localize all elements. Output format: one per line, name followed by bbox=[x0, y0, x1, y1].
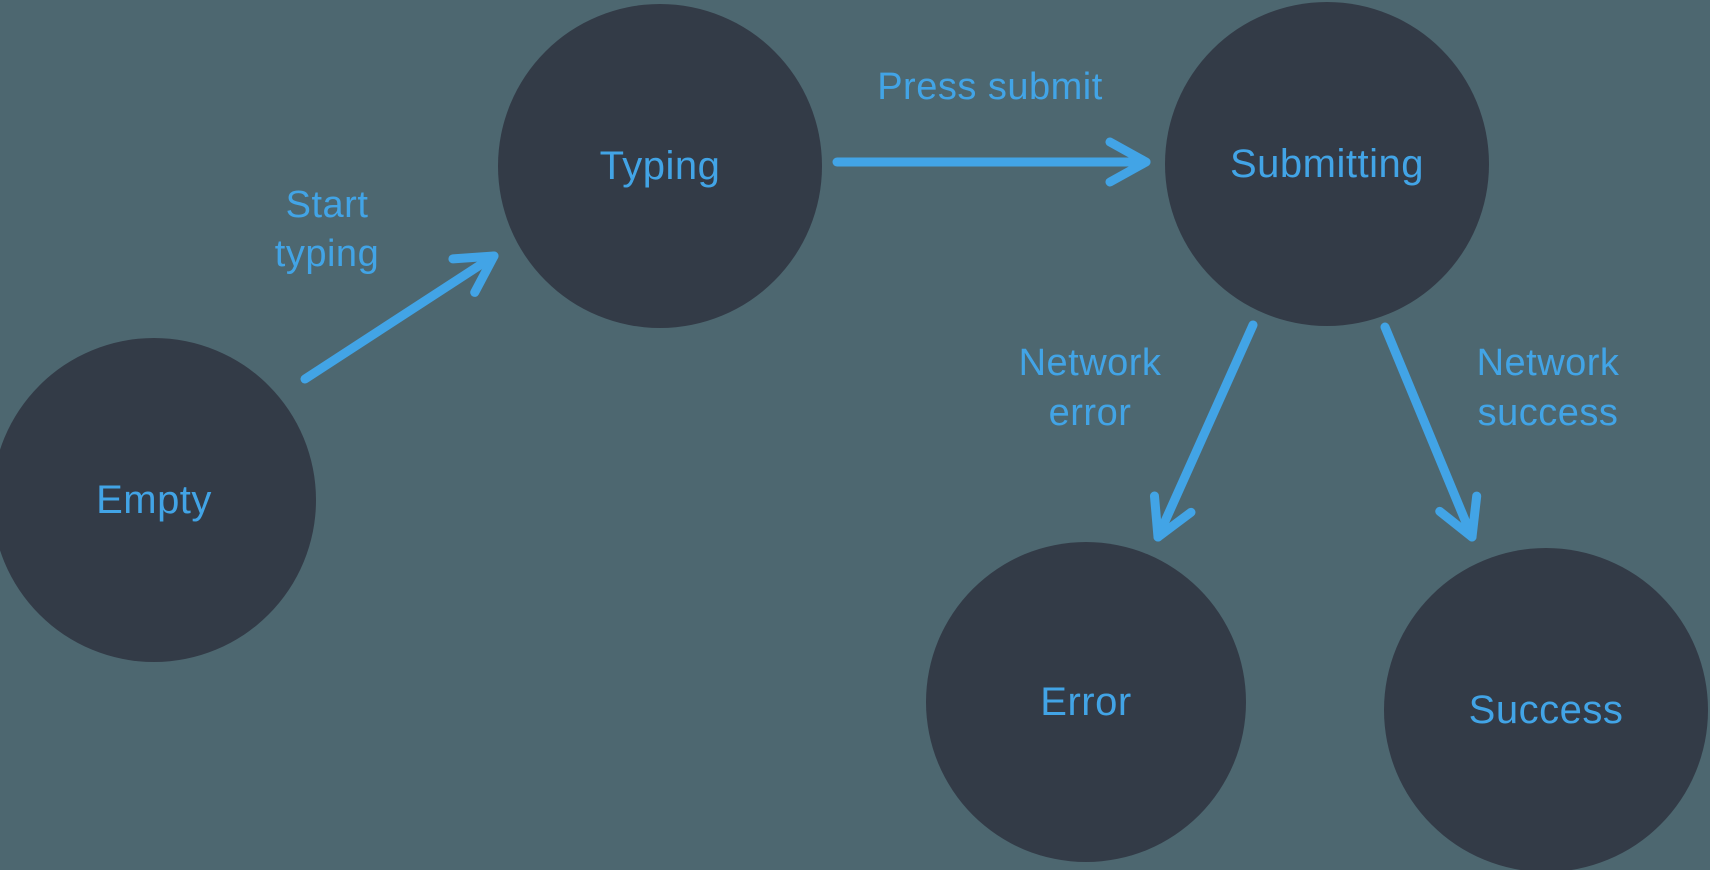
edge-label-network-error: Network error bbox=[1018, 342, 1162, 434]
edge-arrow-network-error bbox=[1149, 320, 1258, 542]
state-node-empty-label: Empty bbox=[96, 477, 212, 522]
edge-label-press-submit: Press submit bbox=[877, 66, 1103, 108]
edge-arrow-start-typing bbox=[300, 251, 499, 384]
state-node-typing: Typing bbox=[498, 4, 822, 328]
edge-label-network-success: Network success bbox=[1476, 342, 1620, 434]
edge-label-start-typing: Start typing bbox=[274, 184, 380, 275]
edge-arrow-network-success bbox=[1380, 322, 1482, 542]
state-node-typing-label: Typing bbox=[599, 143, 721, 188]
state-node-success: Success bbox=[1384, 548, 1708, 870]
state-node-success-label: Success bbox=[1468, 687, 1624, 732]
state-node-error: Error bbox=[926, 542, 1246, 862]
state-node-submitting-label: Submitting bbox=[1230, 141, 1424, 186]
state-node-empty: Empty bbox=[0, 338, 316, 662]
state-node-submitting: Submitting bbox=[1165, 2, 1489, 326]
state-node-error-label: Error bbox=[1040, 679, 1132, 724]
